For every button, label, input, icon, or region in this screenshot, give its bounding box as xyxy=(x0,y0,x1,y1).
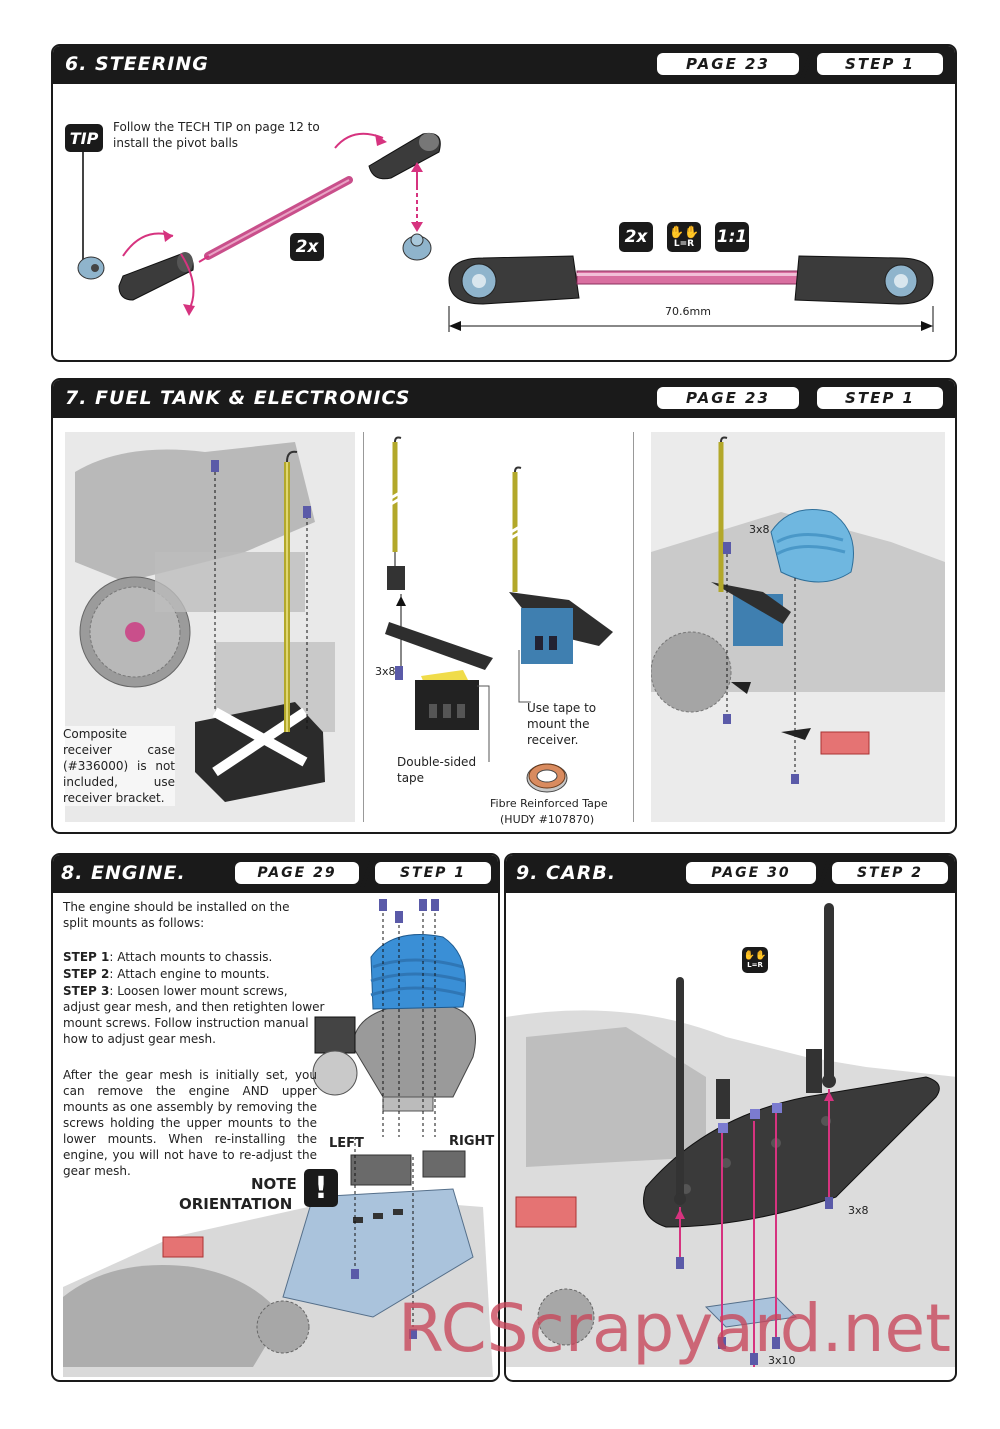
installed-screw-size: 3x8 xyxy=(749,523,770,536)
use-tape-label: Use tape to mount the receiver. xyxy=(527,701,597,747)
steering-header: 6. STEERING PAGE 23 STEP 1 xyxy=(53,46,955,84)
fibre-tape-roll xyxy=(526,763,568,793)
carb-step-badge: STEP 2 xyxy=(832,862,948,884)
steering-link-exploded xyxy=(77,132,441,316)
watermark-text: RCScrapyard.net xyxy=(398,1290,951,1367)
engine-step3: STEP 3: Loosen lower mount screws, adjus… xyxy=(63,984,325,1046)
steering-panel: 6. STEERING PAGE 23 STEP 1 TIP Follow th… xyxy=(51,44,957,362)
carb-plate-drawing xyxy=(506,903,955,1367)
bracket-screw-size: 3x8 xyxy=(375,665,396,678)
quantity-icon-right: 2x xyxy=(619,222,653,252)
carb-title: 9. CARB. xyxy=(516,862,617,884)
steering-title: 6. STEERING xyxy=(65,53,209,75)
note-label: NOTE xyxy=(251,1175,297,1193)
quantity-icon-left: 2x xyxy=(290,233,324,261)
engine-intro: The engine should be installed on the sp… xyxy=(63,900,290,930)
carb-left-equals-right-icon: ✋✋ L=R xyxy=(742,947,768,973)
fuel-page-badge: PAGE 23 xyxy=(657,387,799,409)
double-sided-tape-label: Double-sided tape xyxy=(397,755,477,785)
scale-icon: 1:1 xyxy=(715,222,749,252)
steering-page-badge: PAGE 23 xyxy=(657,53,799,75)
engine-step1: STEP 1: Attach mounts to chassis. xyxy=(63,950,273,964)
fibre-tape-label: Fibre Reinforced Tape xyxy=(490,797,608,810)
carb-screw-size-a: 3x8 xyxy=(848,1204,869,1217)
receiver-installed-drawing xyxy=(651,432,945,822)
warning-icon: ! xyxy=(304,1169,338,1207)
engine-step2: STEP 2: Attach engine to mounts. xyxy=(63,967,270,981)
engine-page-badge: PAGE 29 xyxy=(235,862,359,884)
left-mount-label: LEFT xyxy=(329,1136,364,1151)
engine-header: 8. ENGINE. PAGE 29 STEP 1 xyxy=(53,855,498,893)
fuel-header: 7. FUEL TANK & ELECTRONICS PAGE 23 STEP … xyxy=(53,380,955,418)
orientation-label: ORIENTATION xyxy=(179,1195,293,1213)
engine-step-badge: STEP 1 xyxy=(375,862,491,884)
fuel-step-badge: STEP 1 xyxy=(817,387,943,409)
tip-text: Follow the TECH TIP on page 12 to instal… xyxy=(113,120,320,150)
tip-icon: TIP xyxy=(65,124,103,152)
link-length-label: 70.6mm xyxy=(665,305,711,318)
engine-panel: 8. ENGINE. PAGE 29 STEP 1 xyxy=(51,853,500,1382)
fuel-title: 7. FUEL TANK & ELECTRONICS xyxy=(65,387,411,409)
carb-panel: 9. CARB. PAGE 30 STEP 2 ✋✋ L=R xyxy=(504,853,957,1382)
steering-step-badge: STEP 1 xyxy=(817,53,943,75)
carb-screw-size-b: 3x10 xyxy=(768,1354,796,1367)
left-equals-right-icon: ✋✋ L=R xyxy=(667,222,701,252)
fibre-tape-part-number: (HUDY #107870) xyxy=(500,813,595,826)
engine-after-text: After the gear mesh is initially set, yo… xyxy=(63,1068,317,1178)
right-mount-label: RIGHT xyxy=(449,1134,495,1149)
steering-link-assembled xyxy=(448,255,934,332)
carb-header: 9. CARB. PAGE 30 STEP 2 xyxy=(506,855,955,893)
engine-title: 8. ENGINE. xyxy=(61,862,186,884)
receiver-case-note: Composite receiver case (#336000) is not… xyxy=(63,726,175,806)
receiver-bracket-drawing xyxy=(385,436,613,762)
engine-mount-drawing xyxy=(63,899,493,1377)
fuel-panel: 7. FUEL TANK & ELECTRONICS PAGE 23 STEP … xyxy=(51,378,957,834)
carb-page-badge: PAGE 30 xyxy=(686,862,816,884)
